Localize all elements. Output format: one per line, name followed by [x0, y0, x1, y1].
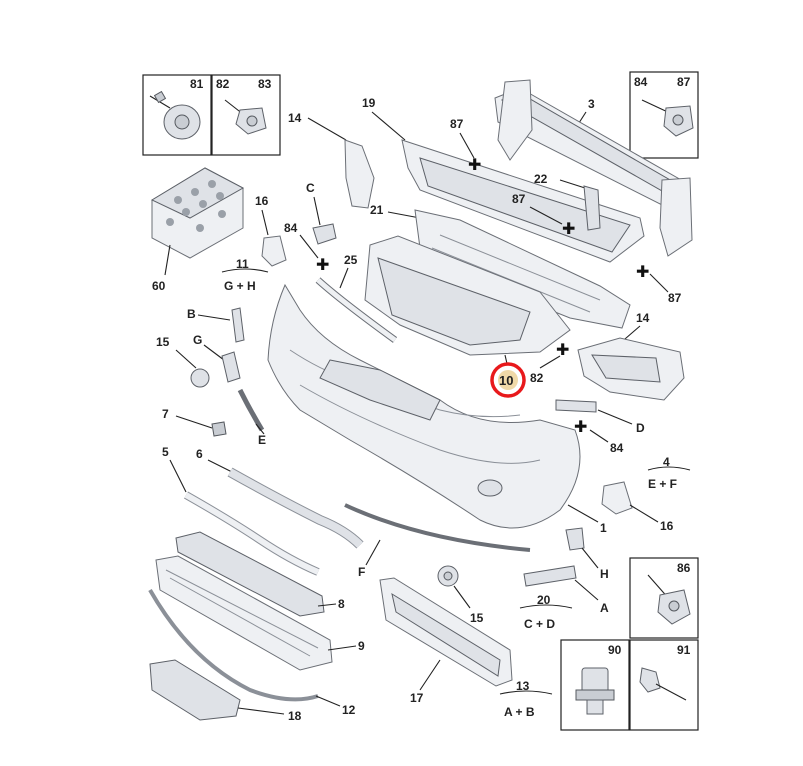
callout-10: 10: [499, 373, 513, 388]
part-16-lower: 16: [601, 481, 674, 533]
part-60-connector-block: 60: [150, 167, 245, 293]
callout-1: 1: [600, 521, 607, 535]
fastener-box-81: 81: [142, 74, 212, 156]
part-f-strip: F: [344, 503, 531, 579]
callout-87-right: 87: [668, 291, 682, 305]
fastener-box-82-83: 82 83: [211, 74, 281, 156]
callout-19: 19: [362, 96, 376, 110]
part-9-grille: 9: [155, 555, 365, 671]
part-25-strip: 25: [315, 253, 398, 343]
part-15-lower: 15: [437, 565, 484, 625]
label-11-gh: 11 G + H: [221, 257, 269, 293]
callout-91: 91: [677, 643, 691, 657]
callout-7: 7: [162, 407, 169, 421]
callout-84-right: 84: [610, 441, 624, 455]
cross-marker-icon: ✚: [468, 157, 481, 174]
fastener-box-86: 86: [629, 557, 699, 639]
callout-87-mid: 87: [512, 192, 526, 206]
part-17-lower-grille: 17: [379, 577, 513, 705]
marker-82: ✚ 82: [530, 342, 569, 385]
callout-90: 90: [608, 643, 622, 657]
callout-84-left: 84: [284, 221, 298, 235]
callout-22: 22: [534, 172, 548, 186]
fastener-box-84-87: 84 87: [629, 71, 699, 159]
cross-marker-icon: ✚: [636, 264, 649, 281]
callout-6: 6: [196, 447, 203, 461]
part-19-upper-absorber: 19: [362, 96, 645, 263]
cross-marker-icon: ✚: [316, 257, 329, 274]
callout-h: H: [600, 567, 609, 581]
label-4-ef: 4 E + F: [647, 455, 691, 491]
callout-12: 12: [342, 703, 356, 717]
part-16-upper: 16: [255, 194, 287, 267]
callout-16-lower: 16: [660, 519, 674, 533]
fastener-box-90: 90: [560, 639, 630, 731]
label-13-ab: 13 A + B: [499, 679, 553, 719]
callout-11: 11: [236, 257, 249, 271]
callout-14-right: 14: [636, 311, 650, 325]
callout-4: 4: [663, 455, 670, 469]
callout-8: 8: [338, 597, 345, 611]
callout-5: 5: [162, 445, 169, 459]
callout-f: F: [358, 565, 365, 579]
callout-87: 87: [677, 75, 691, 89]
part-12-chrome-trim: 12: [148, 589, 356, 717]
part-grille-carrier: [364, 235, 571, 356]
highlight-part-10[interactable]: 10: [490, 354, 526, 398]
callout-e: E: [258, 433, 266, 447]
fastener-box-91: 91: [629, 639, 699, 731]
parts-left-clips: B G 15 7 E: [156, 307, 266, 447]
part-5-6-chrome-strips: 5 6: [162, 445, 364, 576]
callout-cd: C + D: [524, 617, 555, 631]
part-c-clip: C 84 ✚: [284, 181, 337, 274]
part-h-a-clips: H A: [523, 527, 609, 615]
callout-a: A: [600, 601, 609, 615]
callout-14-left: 14: [288, 111, 302, 125]
callout-82-right: 82: [530, 371, 544, 385]
callout-ab: A + B: [504, 705, 535, 719]
highlight-fill: [498, 370, 518, 390]
callout-21: 21: [370, 203, 384, 217]
callout-16-upper: 16: [255, 194, 269, 208]
callout-3: 3: [588, 97, 595, 111]
part-14-right-bracket: 14: [577, 311, 685, 401]
cross-marker-icon: ✚: [562, 221, 575, 238]
callout-15-left: 15: [156, 335, 170, 349]
cross-marker-icon: ✚: [556, 342, 569, 359]
callout-d: D: [636, 421, 645, 435]
callout-9: 9: [358, 639, 365, 653]
callout-82: 82: [216, 77, 230, 91]
part-d-clip: D ✚ 84: [555, 399, 645, 455]
part-18-grille: 18: [149, 659, 302, 723]
callout-17: 17: [410, 691, 424, 705]
callout-ef: E + F: [648, 477, 677, 491]
markers-87: 87 ✚ 22 87 ✚ ✚ 87: [450, 117, 682, 305]
part-8-grille: 8: [175, 531, 345, 617]
callout-20: 20: [537, 593, 551, 607]
callout-gh: G + H: [224, 279, 256, 293]
part-3-reinforcement-beam: 3: [494, 79, 693, 257]
part-1-front-bumper: 1: [267, 283, 607, 535]
part-14-left-bracket: 14: [288, 111, 375, 209]
callout-c: C: [306, 181, 315, 195]
label-20-cd: 20 C + D: [519, 593, 573, 631]
callout-13: 13: [516, 679, 530, 693]
cross-marker-icon: ✚: [574, 419, 587, 436]
callout-25: 25: [344, 253, 358, 267]
callout-81: 81: [190, 77, 204, 91]
callout-84: 84: [634, 75, 648, 89]
callout-87-top: 87: [450, 117, 464, 131]
callout-18: 18: [288, 709, 302, 723]
callout-60: 60: [152, 279, 166, 293]
callout-15-lower: 15: [470, 611, 484, 625]
callout-86: 86: [677, 561, 691, 575]
callout-b: B: [187, 307, 196, 321]
callout-g: G: [193, 333, 202, 347]
callout-83: 83: [258, 77, 272, 91]
